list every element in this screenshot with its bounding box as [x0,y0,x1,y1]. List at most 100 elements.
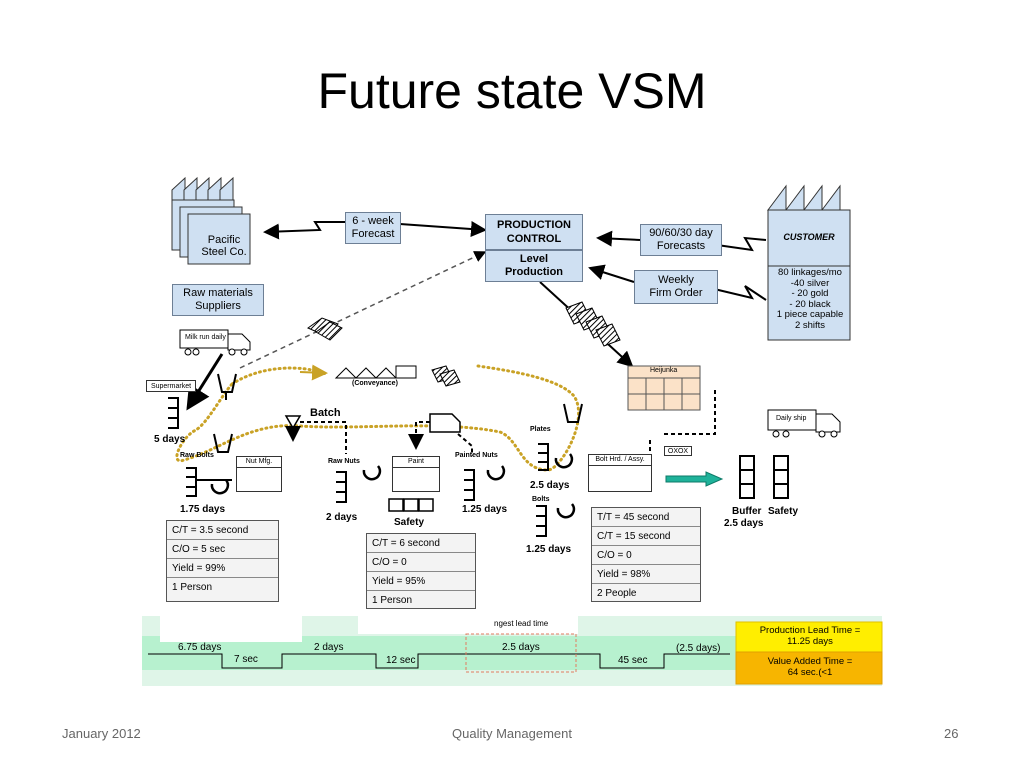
pull-arrow-icons [210,453,576,519]
raw-bolts-label: Raw Bolts [180,452,214,459]
customer-factory-icon [767,184,851,341]
inventory-25-days: 2.5 days [530,480,570,491]
inventory-2-days: 2 days [326,512,358,523]
timeline-time-2: 12 sec [386,655,416,666]
daily-ship-truck-icon [767,409,841,438]
paint-ct: C/T = 6 second [367,534,475,553]
production-lead-time-label: Production Lead Time = 11.25 days [759,625,861,647]
daily-ship-label: Daily ship [776,415,807,422]
paint-safety-stock-icon [388,498,434,512]
paint-co: C/O = 0 [367,553,475,572]
heijunka-box-icon [627,365,701,411]
withdrawal-loop-path [175,364,581,472]
conveyance-train-icon [334,365,417,379]
paint-kanban-icon [429,413,461,433]
nut-mfg-label: Nut Mfg. [237,457,281,468]
milk-run-truck-icon [179,329,251,356]
weekly-order-arrow [709,285,767,301]
supplier-name: Pacific Steel Co. [201,234,247,258]
footer-date: January 2012 [62,726,141,741]
inventory-175-days: 1.75 days [180,504,226,515]
paint-safety-label: Safety [394,517,425,528]
timeline-line [148,653,730,669]
bolt-ct: C/T = 15 second [592,527,700,546]
production-control-box: PRODUCTION CONTROL [485,214,583,250]
customer-requirements: 80 linkages/mo -40 silver - 20 gold - 20… [776,267,844,331]
paint-label: Paint [393,457,439,468]
weekly-order-box: Weekly Firm Order [634,270,718,304]
supermarket-label: Supermarket [146,380,196,392]
inventory-125-days-a: 1.25 days [462,504,508,515]
inventory-125-days-b: 1.25 days [526,544,572,555]
six-week-forecast-box: 6 - week Forecast [345,212,401,244]
nut-mfg-data-box: C/T = 3.5 second C/O = 5 sec Yield = 99%… [166,520,279,602]
forecast-to-pc-line [399,221,487,237]
paint-data-box: C/T = 6 second C/O = 0 Yield = 95% 1 Per… [366,533,476,609]
forecast-arrow [263,221,345,240]
footer-title: Quality Management [452,726,572,741]
painted-nuts-label: Painted Nuts [455,452,498,459]
paint-process: Paint [392,456,440,492]
kanban-cards-icon [565,301,621,347]
bolt-assembly-process: Bolt Hrd. / Assy. [588,454,652,492]
raw-bolts-supermarket-icon [186,467,197,497]
oxox-box: OXOX [664,446,692,456]
timeline-time-1: 7 sec [234,654,258,665]
batch-label: Batch [310,407,341,419]
timeline-time-3: 45 sec [618,655,648,666]
longest-lead-time-label: ngest lead time [494,619,549,628]
supplier-factory-icon [171,176,251,265]
heijunka-withdrawal-line [664,390,716,435]
nut-people: 1 Person [172,582,213,593]
truck-to-supermarket-arrow [186,353,224,411]
bolt-tt: T/T = 45 second [592,508,700,527]
paint-yield: Yield = 95% [367,572,475,591]
timeline-days-4: (2.5 days) [676,643,721,654]
supermarket-icon [168,397,179,429]
withdrawal-cup-icons [213,373,583,453]
bolt-co: C/O = 0 [592,546,700,565]
signal-kanban-icon [284,415,302,430]
buffer-days: 2.5 days [724,518,764,529]
bolt-assembly-label: Bolt Hrd. / Assy. [589,455,651,466]
bolt-data-box: T/T = 45 second C/T = 15 second C/O = 0 … [591,507,701,602]
bolt-yield: Yield = 98% [592,565,700,584]
dashed-signal-line [239,251,487,369]
kanban-batch-icon [431,365,461,387]
nut-mfg-process: Nut Mfg. [236,456,282,492]
customer-title: CUSTOMER [783,232,835,242]
milk-run-label: Milk run daily [185,334,226,341]
raw-nuts-label: Raw Nuts [328,458,360,465]
nut-co: C/O = 5 sec [167,540,278,559]
buffer-label: Buffer [732,506,762,517]
plates-label: Plates [530,426,551,433]
timeline-days-1: 6.75 days [178,642,222,653]
timeline-days-3: 2.5 days [502,642,540,653]
footer-page-number: 26 [944,726,959,741]
bolts-label: Bolts [532,496,550,503]
safety-stock-label: Safety [768,506,799,517]
level-production-box: Level Production [485,250,583,282]
plates-supermarket-icon [538,443,549,471]
bolts-supermarket-icon [536,505,547,537]
timeline-days-2: 2 days [314,642,344,653]
customer-forecast-box: 90/60/30 day Forecasts [640,224,722,256]
nut-ct: C/T = 3.5 second [167,521,278,540]
customer-forecast-arrow [709,236,767,252]
paint-people: 1 Person [372,595,413,606]
longest-lead-time-box [465,633,577,673]
shipping-push-arrow [665,471,724,487]
safety-stock-icon [773,455,789,499]
value-added-time-box [735,651,883,685]
bolt-people: 2 People [597,588,637,599]
kanban-post-icon [306,317,343,341]
painted-nuts-supermarket-icon [464,469,475,501]
heijunka-label: Heijunka [650,367,678,374]
buffer-stock-icon [739,455,755,499]
inventory-5-days: 5 days [154,434,186,445]
nut-yield: Yield = 99% [167,559,278,578]
conveyance-label: (Conveyance) [352,380,398,387]
slide-title: Future state VSM [317,63,707,119]
value-added-time-label: Value Added Time = 64 sec.(<1 [767,656,853,678]
